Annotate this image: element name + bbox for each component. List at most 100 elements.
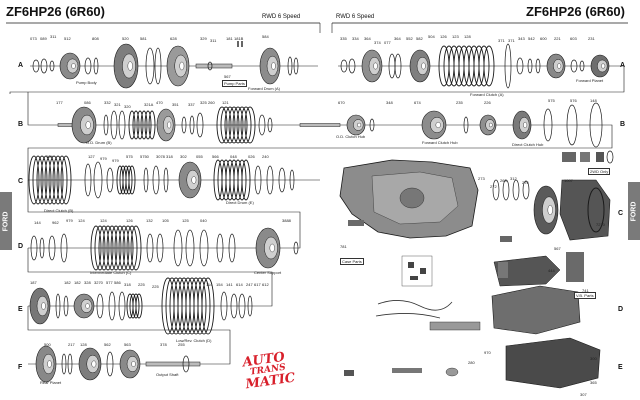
part-number-label: 026: [248, 154, 255, 159]
part-number-label: 808: [92, 36, 99, 41]
part-number-label: 235: [456, 100, 463, 105]
clutch-plate: [216, 106, 228, 144]
ring-part: [48, 235, 56, 261]
ring-part: [394, 53, 402, 79]
case-flange: [348, 220, 364, 226]
small-part: [410, 276, 418, 280]
ring-part: [110, 110, 118, 140]
part-number-label: 364: [364, 36, 371, 41]
part-number-label: 321: [114, 102, 121, 107]
ring-part: [30, 235, 38, 261]
ring-part: [93, 161, 103, 199]
part-number-label: 187: [30, 280, 37, 285]
ring-part: [254, 165, 262, 195]
part-number-label: 586: [114, 280, 121, 285]
ring-part: [247, 295, 253, 317]
part-number-label: 089: [40, 36, 47, 41]
cooler-line: [377, 300, 453, 311]
solenoid-block: [566, 252, 584, 282]
ring-part: [258, 114, 266, 136]
clutch-plate: [56, 155, 68, 205]
ring-part: [93, 57, 99, 75]
ring-part: [40, 58, 48, 74]
row-letter-d-left: D: [18, 243, 24, 250]
ring-part: [287, 56, 293, 76]
clutch-plate: [132, 293, 140, 319]
part-number-label: 127: [88, 154, 95, 159]
part-number-label: 552: [406, 36, 413, 41]
part-number-label: 307: [580, 392, 587, 397]
part-number-label: 670: [338, 100, 345, 105]
part-number-label: 302: [180, 154, 187, 159]
row-letter-e-left: E: [18, 306, 23, 313]
part-number-label: 3270: [94, 280, 103, 285]
part-number-label: 563: [124, 342, 131, 347]
clutch-plate: [148, 110, 156, 140]
part-number-label: 562: [104, 342, 111, 347]
clutch-plate: [114, 225, 126, 271]
part-number-label: 121: [222, 100, 229, 105]
label-rear-planet: Rear Planet: [40, 380, 62, 385]
part-number-label: 086: [84, 100, 91, 105]
part-number-label: 348: [386, 100, 393, 105]
ring-part: [289, 169, 295, 191]
clutch-plate: [144, 110, 152, 140]
clutch-plate: [40, 155, 52, 205]
clutch-plate: [240, 106, 252, 144]
part-number-label: 182: [64, 280, 71, 285]
ring-part: [143, 167, 149, 193]
clutch-plate: [193, 277, 207, 335]
ring-part: [293, 57, 299, 75]
oil-pan: [505, 337, 601, 389]
ring-part: [199, 229, 209, 267]
ring-part: [230, 293, 238, 319]
ring-part: [228, 233, 236, 263]
part-number-label: 141: [226, 282, 233, 287]
clutch-plate: [28, 155, 40, 205]
part-number-label: 126: [126, 218, 133, 223]
part-number-label: 321A: [144, 102, 154, 107]
drum-bore: [601, 63, 606, 69]
clutch-plate: [128, 110, 136, 140]
clutch-plate: [224, 106, 236, 144]
label-forward-drum-a: Forward Drum (A): [248, 86, 281, 91]
ring-part: [579, 60, 585, 72]
ring-part: [535, 58, 541, 74]
part-number-label: 575: [548, 98, 555, 103]
part-number-label: 617: [254, 282, 261, 287]
part-number-label: 351: [172, 102, 179, 107]
label-od-clutch-hub: O.D. Clutch Hub: [336, 134, 366, 139]
part-number-label: 334: [352, 36, 359, 41]
label-pump-body: Pump Body: [76, 80, 97, 85]
part-number-label: 325: [200, 100, 207, 105]
part-number-label: 077: [384, 40, 391, 45]
drum-bore: [131, 361, 136, 368]
part-number-label: 123: [452, 34, 459, 39]
drum-bore: [85, 303, 90, 309]
ring-part: [63, 295, 69, 317]
part-number-label: 335: [340, 36, 347, 41]
part-number-label: 378: [160, 342, 167, 347]
part-number-label: 504: [428, 34, 435, 39]
small-part: [420, 268, 426, 274]
part-number-label: 273: [478, 176, 485, 181]
part-number-label: 048: [230, 154, 237, 159]
clutch-plate: [136, 110, 144, 140]
clutch-plate: [126, 225, 138, 271]
row-letter-d-right: D: [618, 306, 624, 313]
clutch-plate: [220, 106, 232, 144]
clutch-plate: [125, 165, 133, 195]
part-number-label: 567: [554, 246, 561, 251]
ford-tab-right: FORD: [628, 182, 640, 240]
ring-part: [106, 351, 114, 377]
label-low-rev-clutch: Low/Rev. Clutch (D): [176, 338, 212, 343]
part-number-label: 240: [262, 154, 269, 159]
row-letter-c-right: C: [618, 210, 624, 217]
part-number-label: 7270: [596, 222, 605, 227]
ring-part: [49, 60, 55, 72]
row-letter-b-right: B: [620, 121, 626, 128]
drum-bore: [271, 62, 276, 70]
part-number-label: 104: [46, 154, 53, 159]
part-number-label: 512: [64, 36, 71, 41]
ring-part: [566, 104, 578, 146]
